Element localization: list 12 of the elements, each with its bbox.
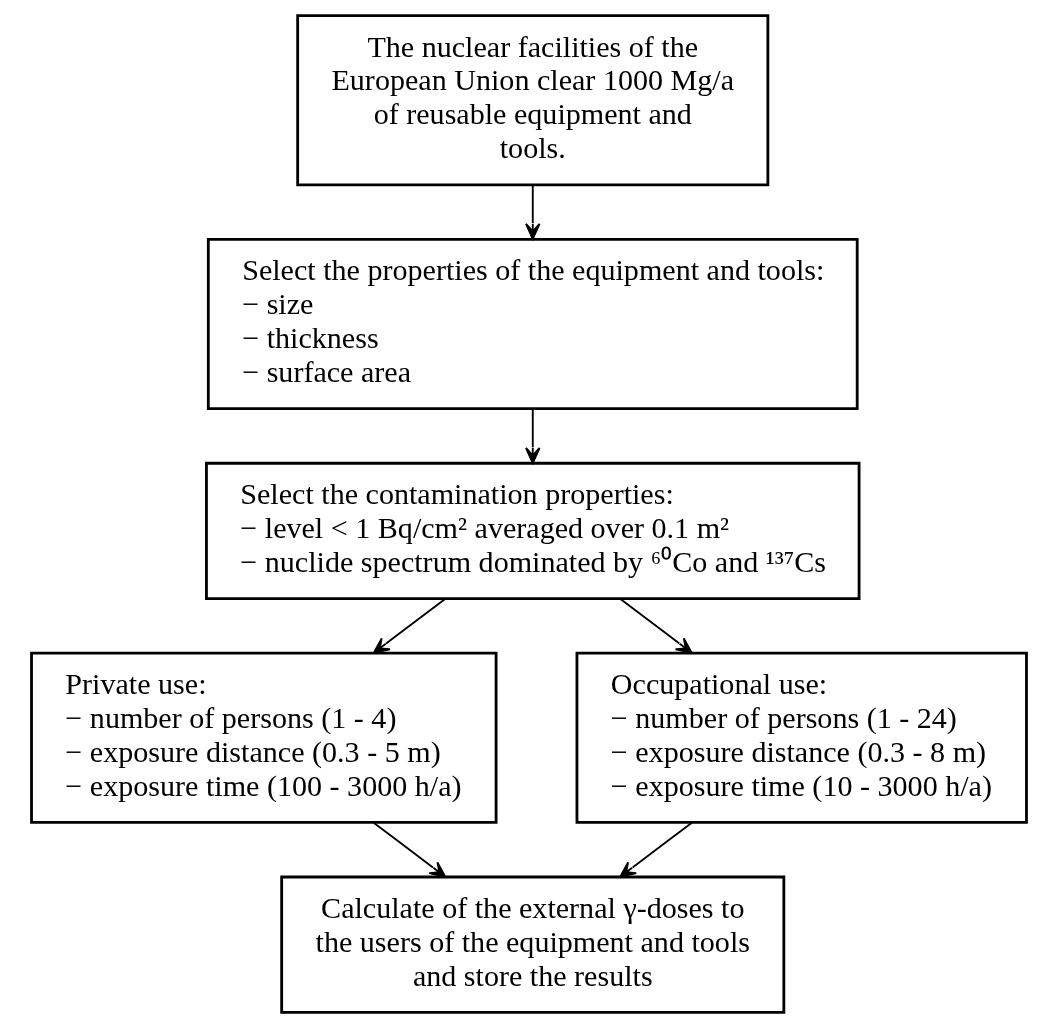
arrow bbox=[525, 408, 541, 464]
arrow bbox=[373, 821, 447, 878]
node-box: The nuclear facilities of the European Union clear 1000 Mg/a of reusable equipment and tools. bbox=[296, 14, 770, 187]
arrow bbox=[619, 821, 693, 878]
arrow bbox=[619, 597, 693, 654]
node-box: Private use: − number of persons (1 - 4) − exposure distance (0.3 - 5 m) − exposure time (100 - 3000 h/a) bbox=[30, 651, 498, 824]
arrow bbox=[372, 597, 447, 654]
node-box: Select the contamination properties: − level < 1 Bq/cm² averaged over 0.1 m² − nuclide spectrum dominated by ⁶⁰Co and ¹³⁷Cs bbox=[205, 461, 861, 601]
node-box: Select the properties of the equipment and tools: − size − thickness − surface area bbox=[206, 238, 859, 411]
node-box: Calculate of the external γ-doses to the users of the equipment and tools and store the results bbox=[280, 875, 786, 1014]
node-box: Occupational use: − number of persons (1 - 24) − exposure distance (0.3 - 8 m) − exposure time (10 - 3000 h/a) bbox=[575, 651, 1028, 824]
arrow bbox=[525, 184, 541, 240]
